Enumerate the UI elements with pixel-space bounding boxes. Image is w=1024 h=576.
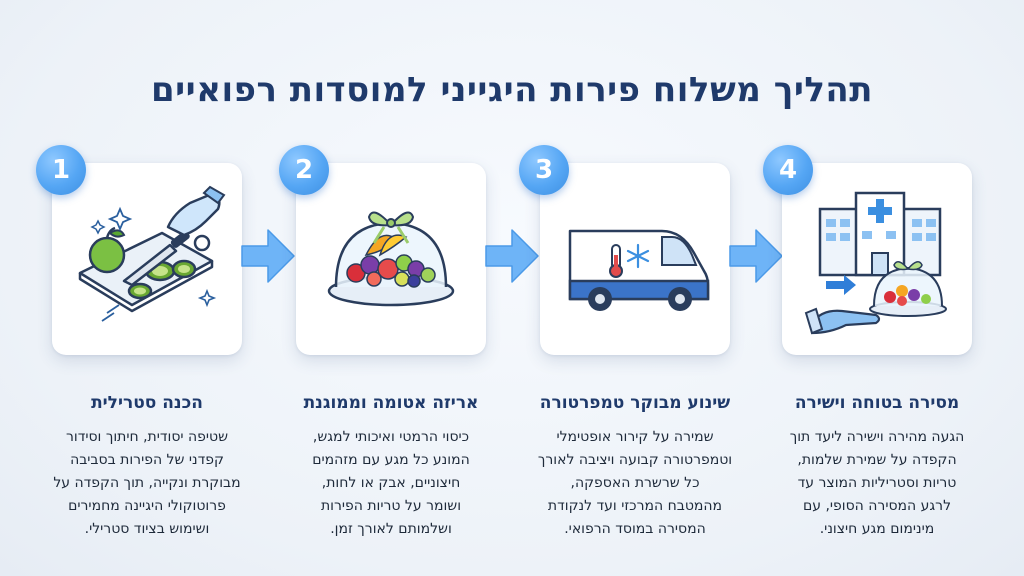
cutting-board-fruit-icon xyxy=(78,185,226,322)
step-2-title: אריזה אטומה וממוגנת xyxy=(303,393,479,413)
arrow-right-icon xyxy=(729,229,783,283)
step-1-title: הכנה סטרילית xyxy=(91,393,203,413)
description-line: מינימום מגע חיצוני. xyxy=(819,521,935,537)
step-2-description: כיסוי הרמטי ואיכותי למגש, המונע כל מגע ע… xyxy=(286,426,496,541)
description-line: המסירה במוסד הרפואי. xyxy=(564,521,706,537)
step-3-title: שינוע מבוקר טמפרטורה xyxy=(539,393,731,413)
description-line: קפדני של הפירות בסביבה xyxy=(70,452,224,468)
description-line: לרגע המסירה הסופי, עם xyxy=(802,498,952,514)
step-2-number-badge: 2 xyxy=(279,145,329,195)
step-3-description: שמירה על קירור אופטימלי וטמפרטורה קבועה … xyxy=(530,426,740,541)
step-4-card xyxy=(782,163,972,355)
step-3-number-badge: 3 xyxy=(519,145,569,195)
step-2-card xyxy=(296,163,486,355)
description-line: פרוטוקולי היגיינה מחמירים xyxy=(68,498,226,514)
arrow-right-icon xyxy=(241,229,295,283)
step-1-description: שטיפה יסודית, חיתוך וסידור קפדני של הפיר… xyxy=(42,426,252,541)
step-4-number-badge: 4 xyxy=(763,145,813,195)
description-line: שטיפה יסודית, חיתוך וסידור xyxy=(65,429,229,445)
step-1-number-badge: 1 xyxy=(36,145,86,195)
hospital-delivery-icon xyxy=(804,191,947,335)
description-line: הקפדה על שמירת שלמות, xyxy=(797,452,957,468)
refrigerated-van-icon xyxy=(568,229,710,311)
description-line: טריות וסטריליות המוצר עד xyxy=(797,475,957,491)
step-3-card xyxy=(540,163,730,355)
description-line: כיסוי הרמטי ואיכותי למגש, xyxy=(312,429,470,445)
step-4-title: מסירה בטוחה וישירה xyxy=(794,393,960,413)
description-line: חיצוניים, אבק או לחות, xyxy=(321,475,461,491)
step-1-card xyxy=(52,163,242,355)
page-title: תהליך משלוח פירות היגייני למוסדות רפואיי… xyxy=(151,70,873,110)
description-line: ושומר על טריות הפירות xyxy=(320,498,462,514)
description-line: ושימוש בציוד סטרילי. xyxy=(84,521,210,537)
description-line: מהמטבח המרכזי ועד לנקודת xyxy=(547,498,723,514)
description-line: מבוקרת ונקייה, תוך הקפדה על xyxy=(53,475,241,491)
description-line: וטמפרטורה קבועה ויציבה לאורך xyxy=(537,452,733,468)
description-line: ושלמותם לאורך זמן. xyxy=(330,521,452,537)
description-line: כל שרשרת האספקה, xyxy=(570,475,700,491)
description-line: המונע כל מגע עם מזהמים xyxy=(312,452,470,468)
description-line: שמירה על קירור אופטימלי xyxy=(556,429,714,445)
step-4-description: הגעה מהירה וישירה ליעד תוך הקפדה על שמיר… xyxy=(772,426,982,541)
description-line: הגעה מהירה וישירה ליעד תוך xyxy=(789,429,965,445)
covered-fruit-platter-icon xyxy=(327,211,455,307)
arrow-right-icon xyxy=(485,229,539,283)
